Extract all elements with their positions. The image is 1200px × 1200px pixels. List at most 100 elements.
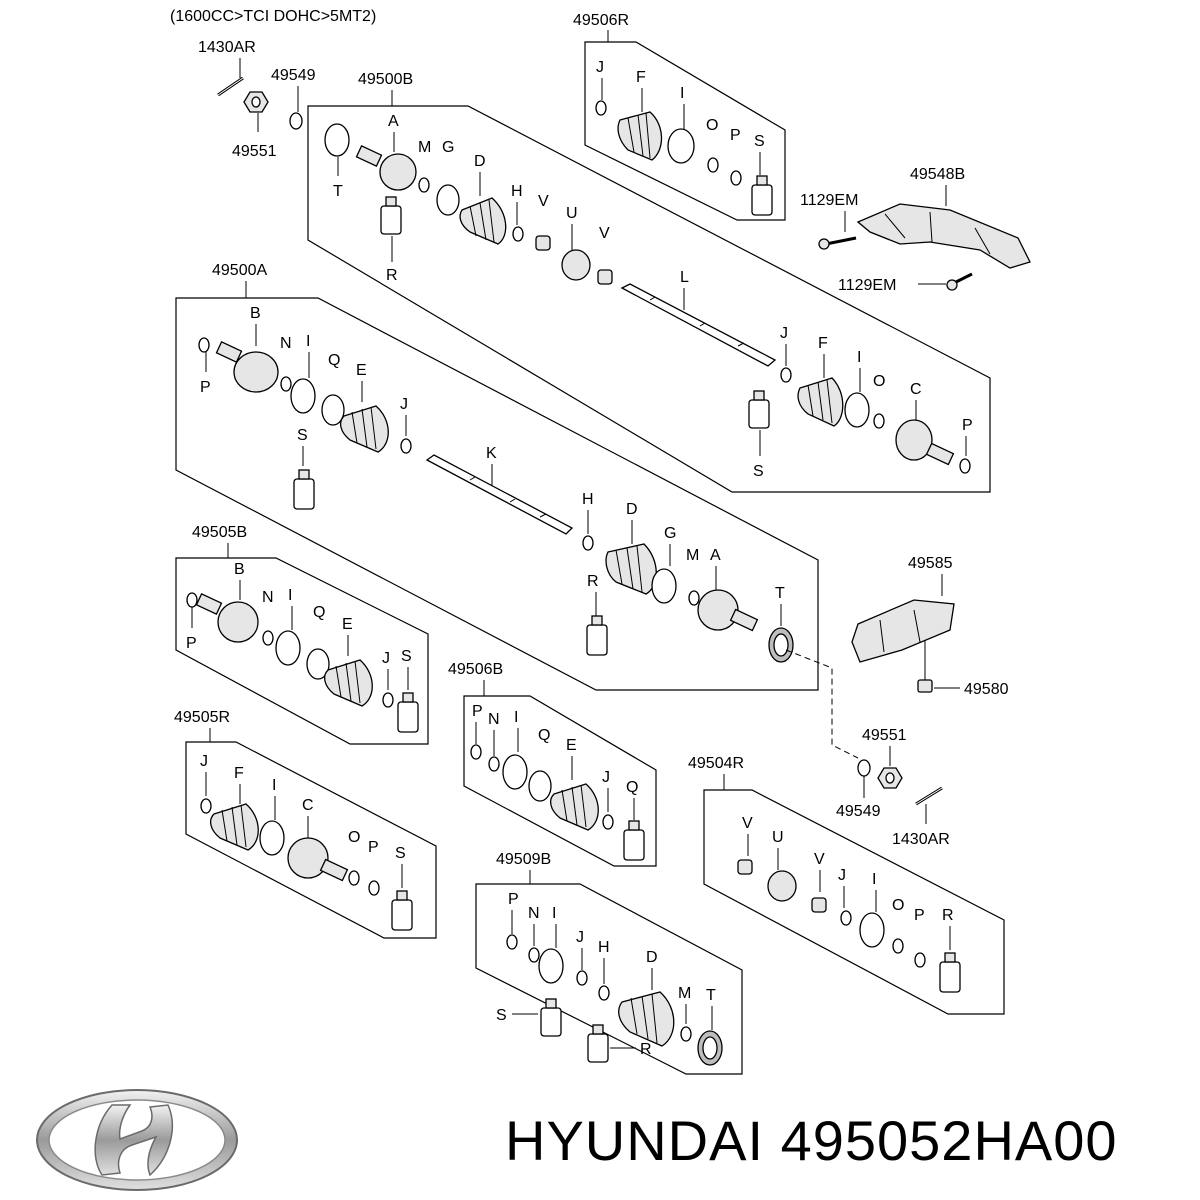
- ring-icon: [959, 458, 971, 474]
- washer-icon: [289, 112, 303, 130]
- label-49551-top: 49551: [232, 143, 277, 160]
- ring-icon: [198, 337, 210, 353]
- label-49549-top: 49549: [271, 67, 316, 84]
- label-49504R: 49504R: [688, 755, 744, 772]
- cotter-pin-icon: [915, 786, 943, 806]
- grease-tube-icon: [623, 820, 645, 861]
- ring-icon: [418, 177, 430, 193]
- letter-V: V: [538, 193, 549, 210]
- ring-icon: [506, 934, 518, 950]
- letter-T: T: [706, 987, 716, 1004]
- letter-R: R: [587, 573, 599, 590]
- ring-icon: [595, 100, 607, 116]
- shaft-icon: [425, 454, 574, 535]
- frame-49509B: [475, 883, 743, 1075]
- ring-icon: [488, 756, 500, 772]
- letter-D: D: [646, 949, 658, 966]
- letter-O: O: [892, 897, 904, 914]
- letter-P: P: [368, 839, 379, 856]
- label-1430AR-mid: 1430AR: [892, 831, 950, 848]
- letter-N: N: [280, 335, 292, 352]
- ring-icon: [470, 744, 482, 760]
- shaft-icon: [620, 283, 777, 367]
- frame-49500A: [175, 297, 819, 691]
- letter-O: O: [873, 373, 885, 390]
- label-49505R: 49505R: [174, 709, 230, 726]
- letter-C: C: [302, 797, 314, 814]
- ring-icon: [280, 376, 292, 392]
- letter-H: H: [598, 939, 610, 956]
- letter-B: B: [234, 561, 245, 578]
- letter-M: M: [678, 985, 691, 1002]
- letter-R: R: [942, 907, 954, 924]
- letter-S: S: [395, 845, 406, 862]
- damper-icon: [767, 870, 797, 902]
- frame-49500B: [307, 105, 991, 493]
- letter-I: I: [306, 333, 310, 350]
- frame-49506R: [584, 41, 786, 221]
- letter-P: P: [186, 635, 197, 652]
- label-49509B: 49509B: [496, 851, 551, 868]
- letter-G: G: [442, 139, 454, 156]
- grease-tube-icon: [540, 998, 562, 1037]
- grease-tube-icon: [391, 890, 413, 931]
- boot-icon: [618, 991, 675, 1047]
- clamp-ring-icon: [528, 770, 552, 802]
- letter-V: V: [599, 225, 610, 242]
- label-49549-mid: 49549: [836, 803, 881, 820]
- letter-S: S: [297, 427, 308, 444]
- letter-R: R: [386, 267, 398, 284]
- letter-I: I: [680, 85, 684, 102]
- label-49500B: 49500B: [358, 71, 413, 88]
- letter-P: P: [962, 417, 973, 434]
- frame-49504R: [703, 789, 1005, 1015]
- ring-icon: [680, 1026, 692, 1042]
- letter-Q: Q: [538, 727, 550, 744]
- ring-icon: [914, 952, 926, 968]
- ring-icon: [892, 938, 904, 954]
- letter-R: R: [640, 1041, 652, 1058]
- letter-N: N: [488, 711, 500, 728]
- letter-J: J: [400, 396, 408, 413]
- letter-S: S: [496, 1007, 507, 1024]
- ring-icon: [780, 367, 792, 383]
- letter-T: T: [333, 183, 343, 200]
- inner-joint-icon: [895, 419, 955, 466]
- letter-I: I: [872, 871, 876, 888]
- letter-S: S: [401, 648, 412, 665]
- ring-icon: [873, 413, 885, 429]
- grease-tube-icon: [587, 1024, 609, 1063]
- outer-joint-icon: [697, 589, 759, 632]
- letter-N: N: [262, 589, 274, 606]
- letter-G: G: [664, 525, 676, 542]
- ring-icon: [598, 985, 610, 1001]
- ring-icon: [528, 947, 540, 963]
- letter-F: F: [636, 69, 646, 86]
- ring-icon: [512, 226, 524, 242]
- letter-P: P: [200, 379, 211, 396]
- letter-J: J: [382, 650, 390, 667]
- frame-49505B: [175, 557, 429, 745]
- inner-joint-icon: [215, 341, 279, 393]
- letter-N: N: [528, 905, 540, 922]
- clamp-ring-icon: [667, 128, 695, 164]
- letter-D: D: [474, 153, 486, 170]
- clamp-ring-icon: [321, 394, 345, 426]
- frame-49506B: [463, 695, 657, 867]
- clamp-ring-icon: [259, 820, 285, 856]
- clip-icon: [535, 235, 551, 251]
- letter-K: K: [486, 445, 497, 462]
- grease-tube-icon: [751, 175, 773, 216]
- clamp-ring-icon: [538, 948, 564, 984]
- damper-icon: [561, 249, 591, 281]
- label-49506R: 49506R: [573, 12, 629, 29]
- label-49585: 49585: [908, 555, 953, 572]
- letter-U: U: [566, 205, 578, 222]
- brand-part-number: HYUNDAI 495052HA00: [505, 1109, 1118, 1172]
- washer-icon: [857, 759, 871, 777]
- clamp-ring-icon: [290, 378, 316, 414]
- boot-icon: [323, 659, 373, 707]
- bracket-icon: [856, 203, 1031, 269]
- ring-icon: [400, 438, 412, 454]
